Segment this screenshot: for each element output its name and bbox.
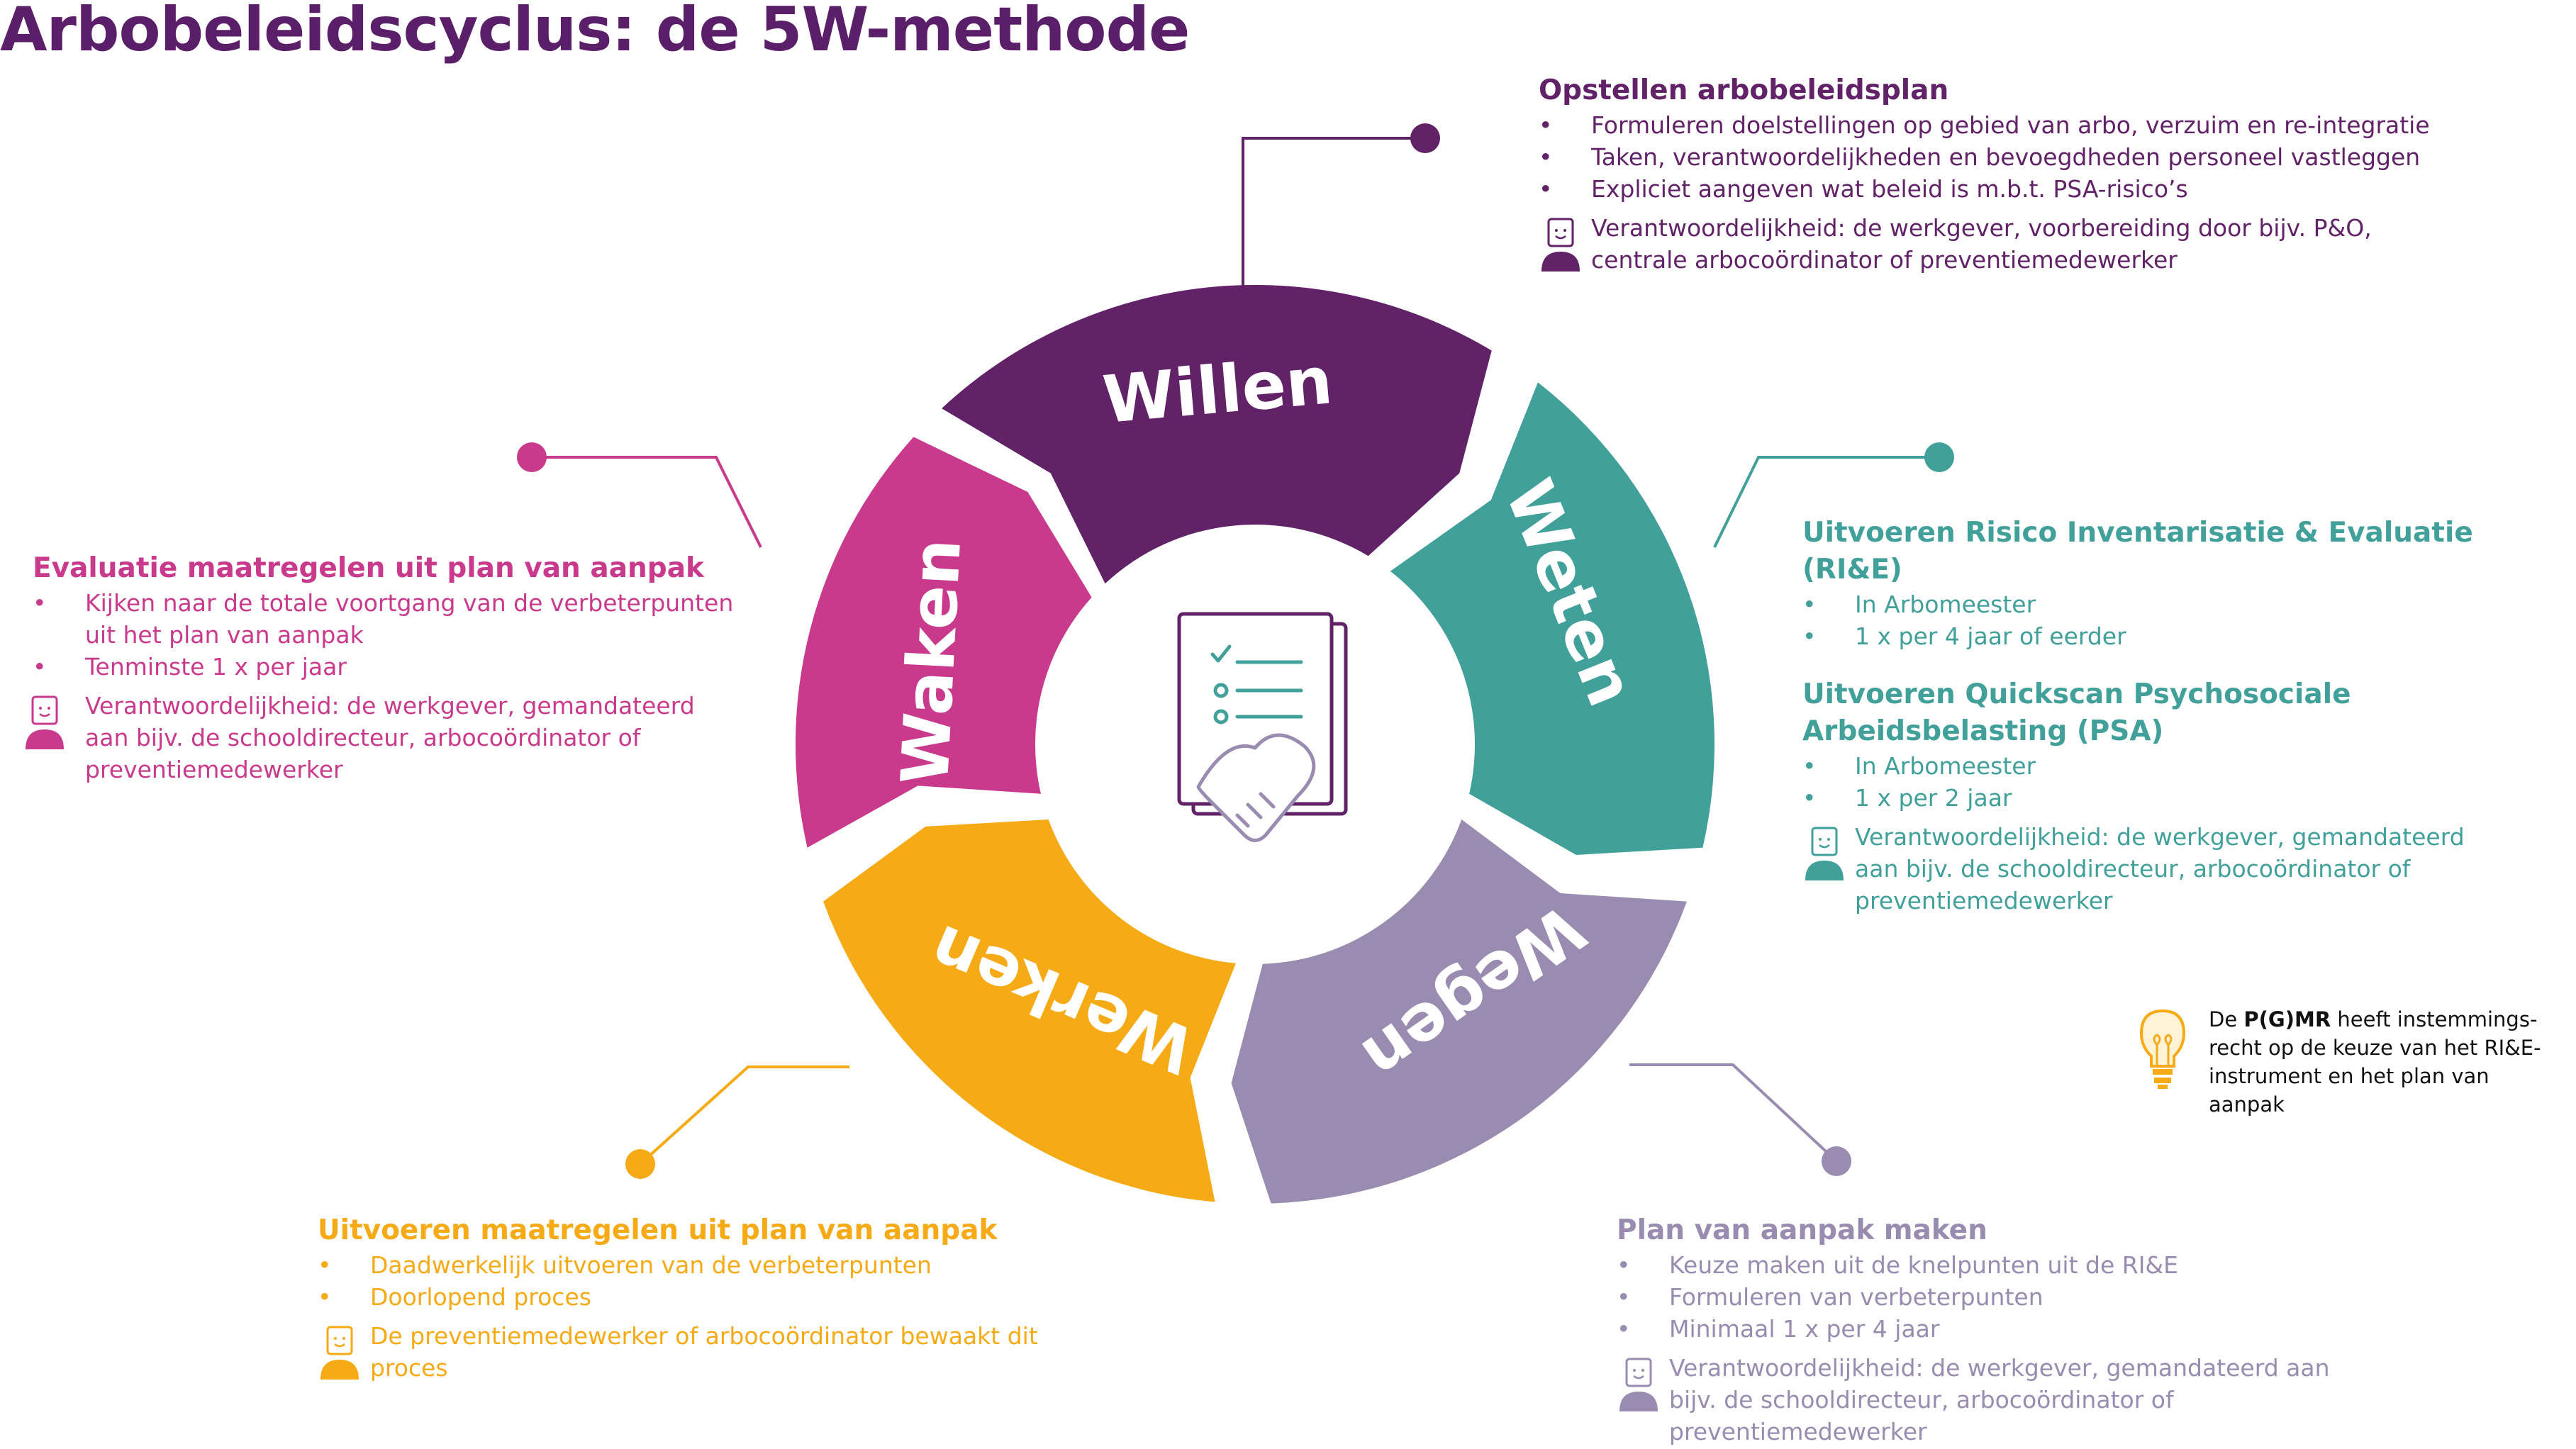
list-item: •In Arbomeester (1802, 752, 2036, 780)
waken-responsibility: Verantwoordelijkheid: de werkgever, gema… (26, 690, 737, 785)
wegen-heading: Plan van aanpak maken (1617, 1214, 1987, 1246)
wegen-bullets: •Keuze maken uit de knelpunten uit de RI… (1617, 1249, 2382, 1345)
list-item: •1 x per 4 jaar of eerder (1802, 622, 2126, 650)
waken-segment (796, 437, 1092, 848)
page-title: Arbobeleidscyclus: de 5W-methode (0, 0, 1190, 65)
list-item: •Taken, verantwoordelijkheden en bevoegd… (1539, 143, 2421, 171)
willen-block: Opstellen arbobeleidsplan •Formuleren do… (1539, 72, 2460, 276)
willen-segment (942, 285, 1492, 584)
wegen-connector-dot (1822, 1146, 1851, 1176)
pgmr-note: De P(G)MR heeft instemmings-recht op de … (2209, 1007, 2541, 1117)
willen-heading: Opstellen arbobeleidsplan (1539, 74, 1949, 106)
list-item: •Keuze maken uit de knelpunten uit de RI… (1617, 1251, 2179, 1279)
person-icon (1805, 827, 1844, 880)
wegen-block: Plan van aanpak maken •Keuze maken uit d… (1617, 1212, 2382, 1448)
list-item: •1 x per 2 jaar (1802, 784, 2012, 812)
list-item: •In Arbomeester (1802, 591, 2036, 618)
list-item: •Expliciet aangeven wat beleid is m.b.t.… (1539, 175, 2188, 203)
waken-bullets: •Kijken naar de totale voortgang van de … (33, 587, 759, 683)
weten-heading-rie: Uitvoeren Risico Inventarisatie & Evalua… (1802, 517, 2473, 586)
person-icon (320, 1326, 359, 1380)
list-item: •Minimaal 1 x per 4 jaar (1617, 1315, 1940, 1343)
willen-connector-dot (1410, 123, 1440, 153)
person-icon (26, 695, 64, 749)
list-item: •Tenminste 1 x per jaar (33, 653, 347, 681)
list-item: •Kijken naar de totale voortgang van de … (33, 589, 734, 649)
lightbulb-icon (2139, 1009, 2186, 1089)
list-item: •Formuleren doelstellingen op gebied van… (1539, 111, 2430, 139)
waken-block: Evaluatie maatregelen uit plan van aanpa… (21, 550, 759, 785)
person-icon (1619, 1358, 1658, 1411)
werken-segment (823, 819, 1236, 1202)
werken-connector (639, 1065, 849, 1165)
wegen-connector (1629, 1063, 1838, 1163)
willen-bullets: •Formuleren doelstellingen op gebied van… (1539, 109, 2460, 205)
person-icon (1541, 218, 1580, 272)
waken-heading: Evaluatie maatregelen uit plan van aanpa… (33, 552, 704, 584)
weten-heading-psa: Uitvoeren Quickscan Psychosociale Arbeid… (1802, 678, 2351, 747)
weten-block: Uitvoeren Risico Inventarisatie & Evalua… (1802, 515, 2575, 917)
list-item: •Formuleren van verbeterpunten (1617, 1283, 2043, 1311)
waken-connector (532, 456, 762, 548)
list-item: •Doorlopend proces (318, 1283, 591, 1311)
weten-connector-dot (1924, 442, 1954, 472)
willen-responsibility: Verantwoordelijkheid: de werkgever, voor… (1539, 212, 2460, 276)
willen-connector (1242, 137, 1425, 323)
weten-segment (1390, 382, 1714, 855)
werken-responsibility: De preventiemedewerker of arbocoördinato… (318, 1320, 1093, 1384)
list-item: •Daadwerkelijk uitvoeren van de verbeter… (318, 1251, 932, 1279)
checklist-handshake-icon (1177, 612, 1348, 842)
weten-responsibility: Verantwoordelijkheid: de werkgever, gema… (1802, 821, 2493, 917)
waken-label: Waken (887, 537, 976, 786)
werken-heading: Uitvoeren maatregelen uit plan van aanpa… (318, 1214, 998, 1246)
wegen-segment (1231, 819, 1687, 1204)
werken-block: Uitvoeren maatregelen uit plan van aanpa… (318, 1212, 1105, 1384)
werken-connector-dot (625, 1149, 655, 1179)
weten-bullets-rie: •In Arbomeester •1 x per 4 jaar of eerde… (1802, 588, 2575, 652)
weten-connector (1713, 456, 1939, 548)
wegen-responsibility: Verantwoordelijkheid: de werkgever, gema… (1617, 1352, 2350, 1448)
weten-bullets-psa: •In Arbomeester •1 x per 2 jaar (1802, 750, 2575, 814)
werken-bullets: •Daadwerkelijk uitvoeren van de verbeter… (318, 1249, 1105, 1313)
waken-connector-dot (517, 442, 547, 472)
